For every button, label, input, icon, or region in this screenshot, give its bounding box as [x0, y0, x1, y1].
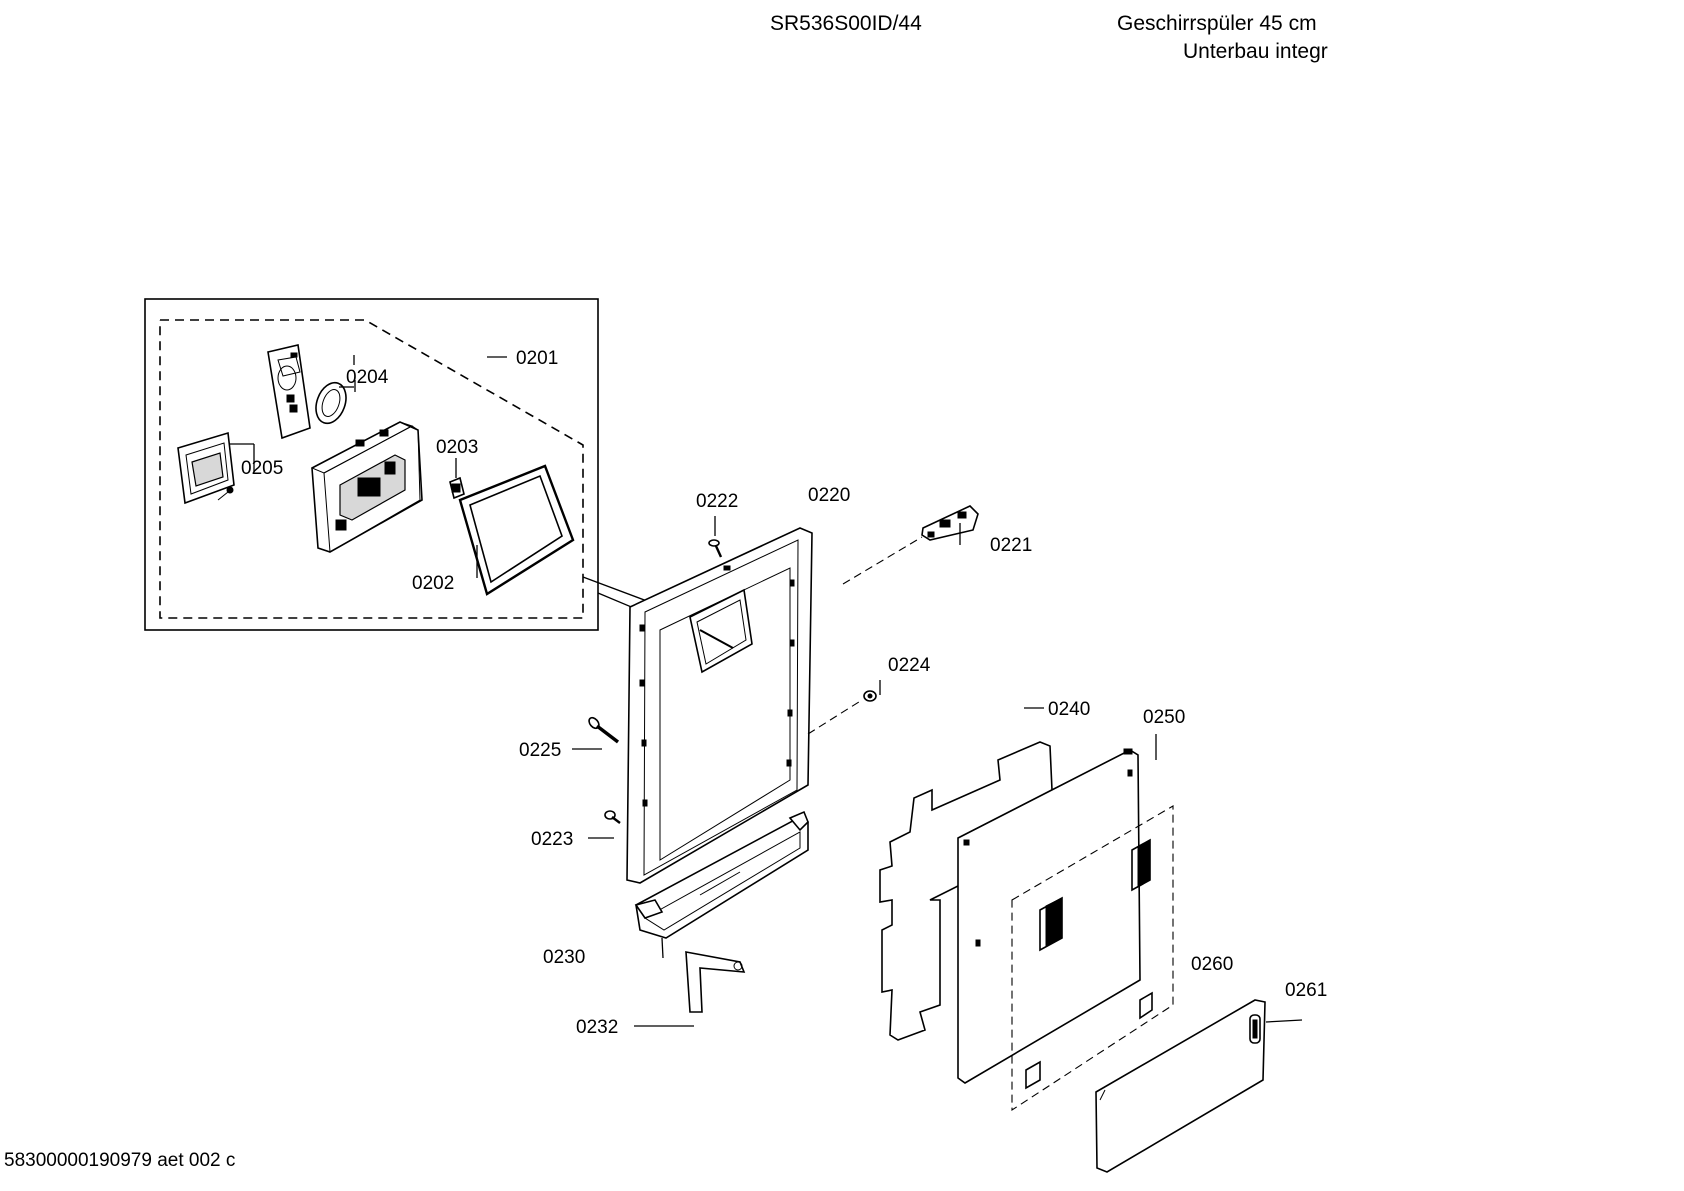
- part-label-0230: 0230: [543, 947, 585, 968]
- part-label-0232: 0232: [576, 1017, 618, 1038]
- part-0204-ring: [315, 381, 347, 425]
- part-label-0250: 0250: [1143, 707, 1185, 728]
- part-label-0260: 0260: [1191, 954, 1233, 975]
- part-label-0222: 0222: [696, 491, 738, 512]
- part-label-0203: 0203: [436, 437, 478, 458]
- part-0260-outline: [1011, 805, 1174, 1112]
- part-0205-panel: [177, 431, 235, 505]
- part-label-0205: 0205: [241, 458, 283, 479]
- part-0204-strip: [267, 344, 311, 440]
- part-0240-insulation: [879, 741, 1053, 1041]
- control-module-housing: [310, 421, 423, 553]
- part-0221-latch: [921, 505, 979, 541]
- part-0225-bolt: [588, 716, 620, 744]
- part-label-0204: 0204: [346, 367, 389, 388]
- part-0202-gasket: [458, 464, 575, 596]
- part-label-0202: 0202: [412, 573, 454, 594]
- part-label-0220: 0220: [808, 485, 850, 506]
- part-label-0224: 0224: [888, 655, 931, 676]
- part-label-0261: 0261: [1285, 980, 1327, 1001]
- appliance-description: Geschirrspüler 45 cm: [1117, 12, 1317, 35]
- part-0222-screw: [708, 539, 723, 558]
- part-label-0221: 0221: [990, 535, 1032, 556]
- part-label-0201: 0201: [516, 348, 558, 369]
- part-0224-screw: [863, 690, 877, 702]
- document-code: 58300000190979 aet 002 c: [4, 1150, 236, 1171]
- part-0220-door-frame: [626, 527, 813, 884]
- part-0223-screw: [604, 810, 621, 824]
- part-label-0240: 0240: [1048, 699, 1090, 720]
- model-number: SR536S00ID/44: [770, 12, 922, 35]
- part-label-0225: 0225: [519, 740, 561, 761]
- detail-inset: [144, 298, 656, 631]
- part-0230-rail: [634, 810, 809, 939]
- part-0261-plate: [1095, 999, 1266, 1173]
- appliance-description-line2: Unterbau integr: [1183, 40, 1328, 63]
- part-label-0223: 0223: [531, 829, 573, 850]
- part-0203-clip: [449, 476, 465, 500]
- part-0232-bracket: [685, 951, 746, 1013]
